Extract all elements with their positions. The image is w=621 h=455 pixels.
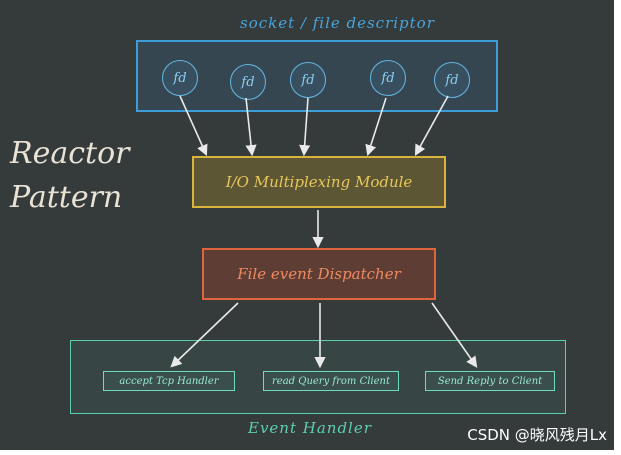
fd-container: fd fd fd fd fd bbox=[136, 40, 498, 112]
accept-tcp-handler: accept Tcp Handler bbox=[103, 371, 235, 391]
arrow-fd2-to-io bbox=[245, 97, 257, 157]
io-multiplexing-module: I/O Multiplexing Module bbox=[192, 156, 446, 208]
event-handler-container: accept Tcp Handler read Query from Clien… bbox=[70, 340, 566, 414]
arrow-fd5-to-io bbox=[414, 95, 449, 156]
send-reply-handler: Send Reply to Client bbox=[425, 371, 555, 391]
socket-file-descriptor-label: socket / file descriptor bbox=[240, 14, 435, 32]
reactor-pattern-title: Reactor Pattern bbox=[10, 136, 130, 215]
fd-node-3: fd bbox=[290, 62, 326, 98]
arrow-dispatcher-to-send bbox=[431, 302, 478, 368]
fd-node-5: fd bbox=[434, 62, 470, 98]
read-query-handler: read Query from Client bbox=[263, 371, 399, 391]
fd-node-2: fd bbox=[230, 64, 266, 100]
arrow-dispatcher-to-accept bbox=[170, 302, 239, 368]
fd-node-1: fd bbox=[162, 60, 198, 96]
arrow-fd3-to-io bbox=[299, 97, 311, 157]
fd-node-4: fd bbox=[370, 60, 406, 96]
arrow-fd1-to-io bbox=[179, 95, 208, 157]
event-handler-label: Event Handler bbox=[248, 419, 372, 437]
file-event-dispatcher: File event Dispatcher bbox=[202, 248, 436, 300]
csdn-watermark: CSDN @晓风残月Lx bbox=[467, 426, 607, 444]
arrow-fd4-to-io bbox=[365, 97, 387, 157]
